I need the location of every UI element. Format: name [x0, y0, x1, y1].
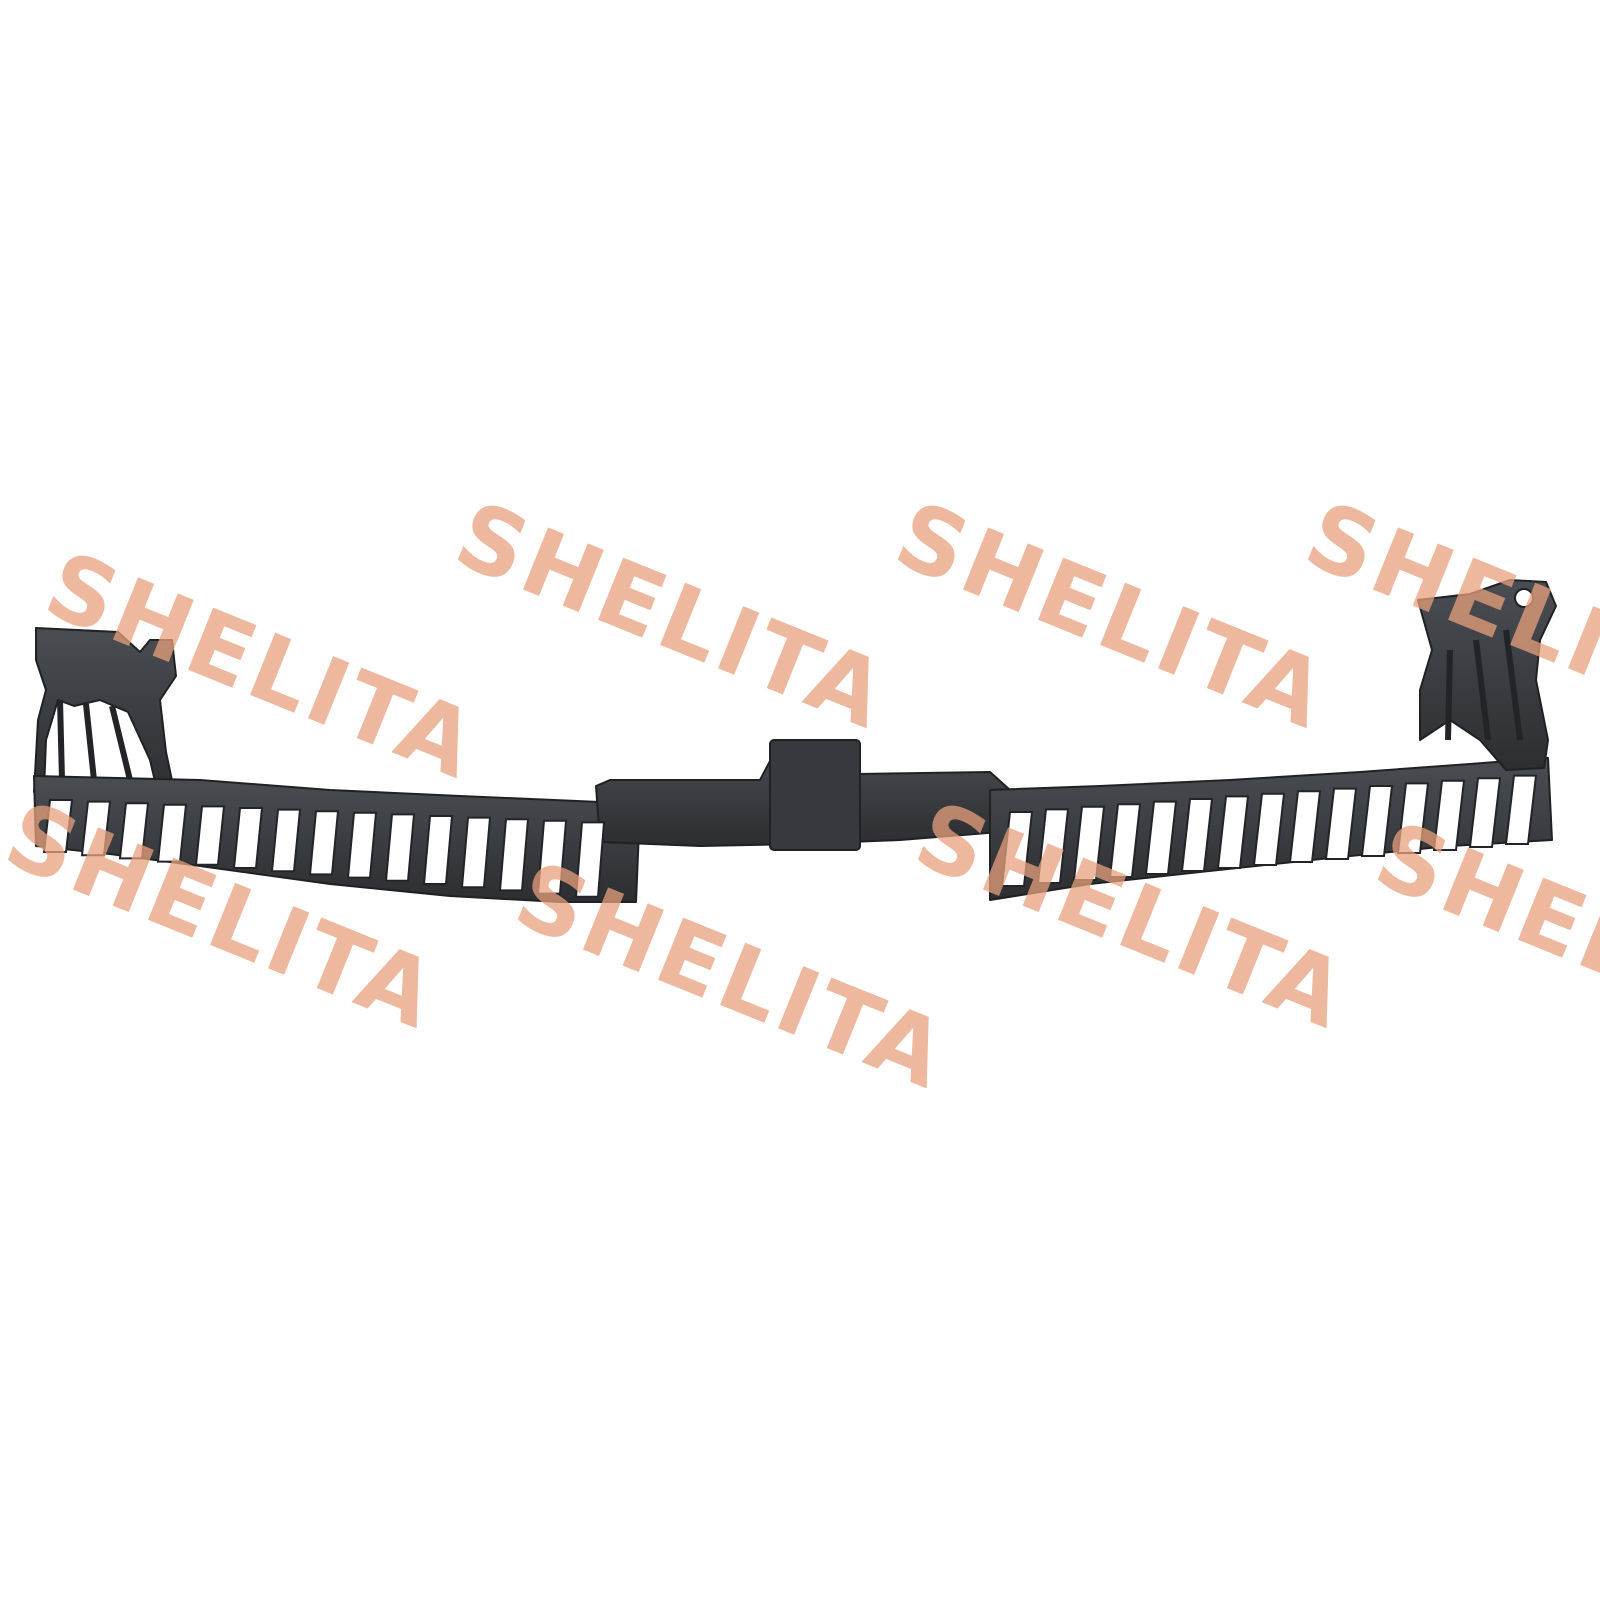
bracket-slot: [1468, 777, 1502, 848]
bracket-slot: [1360, 785, 1394, 857]
left-mount-ear: [33, 627, 177, 795]
bracket-slot: [574, 821, 606, 898]
center-hub-boss: [769, 739, 861, 851]
bracket-slot: [42, 799, 74, 853]
right-mount-hole: [1514, 588, 1534, 608]
bracket-slot: [346, 811, 378, 879]
bracket-slot: [1324, 787, 1358, 860]
bracket-slot: [1432, 779, 1466, 851]
left-mount-rib: [57, 699, 133, 781]
bracket-slot: [1144, 800, 1178, 875]
bracket-slot: [384, 813, 416, 882]
bracket-slot: [194, 805, 226, 866]
bracket-slot: [1000, 811, 1034, 887]
bracket-slot: [80, 800, 112, 857]
bracket-slot: [1036, 808, 1070, 884]
bracket-slot: [1288, 790, 1322, 863]
bracket-slot: [270, 808, 302, 873]
bracket-slot: [156, 803, 188, 863]
bracket-slot: [308, 810, 340, 876]
bracket-slot: [460, 816, 492, 889]
bracket-slot: [232, 807, 264, 869]
bracket-slots: [42, 774, 1538, 898]
bracket-slot: [1252, 792, 1286, 866]
bracket-slot: [498, 818, 530, 892]
bracket-slot: [1504, 774, 1538, 845]
bracket-slot: [1108, 803, 1142, 878]
right-mount-ear: [1417, 579, 1557, 771]
bracket-slot: [118, 802, 150, 860]
right-mount-rib: [1445, 629, 1523, 741]
bracket-slot: [1072, 805, 1106, 881]
bracket-slot: [536, 819, 568, 895]
bracket-slot: [422, 815, 454, 885]
bracket-slot: [1396, 782, 1430, 854]
bracket-slot: [1180, 798, 1214, 872]
bracket-slot: [1216, 795, 1250, 869]
